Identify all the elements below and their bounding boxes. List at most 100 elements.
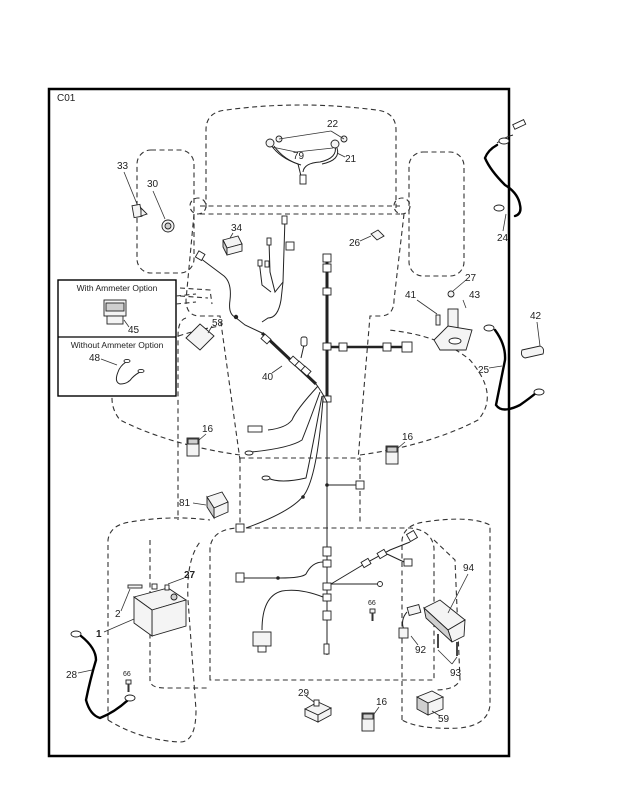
accessory-lead [267,395,323,482]
main-wiring-harness-40 [194,215,419,655]
headlight-plug [299,174,307,185]
seat-switch-94-assembly [423,573,469,665]
aux-lead-c-plug [264,260,270,268]
switch-lead-connector [285,241,295,251]
cable-25-ring-bottom [533,388,545,396]
bolt-66-left [125,679,132,692]
leader-22b [330,130,345,140]
spine-connector-3 [322,287,332,296]
callout-94: 94 [463,563,475,574]
switch-94-housing-side [423,606,453,643]
callout-16-right: 16 [402,432,414,443]
mid-splice [325,483,329,487]
callout-66-right: 66 [368,600,376,607]
headlight-harness-assembly [265,130,348,185]
left-cowl-outline [177,317,187,520]
callout-2: 2 [115,609,121,620]
ignition-bracket-tab [140,206,148,217]
cable-24-body [483,143,522,218]
starter-solenoid-assembly [416,279,473,351]
module-59-part [415,690,445,717]
cable-28-ring-bottom [124,694,136,702]
leader-28 [77,669,93,674]
aux-lead-b-plug [257,259,263,267]
rear-connector-1 [322,546,332,557]
callout-27-top: 27 [465,273,477,284]
with-ammeter-title: With Ammeter Option [77,283,158,293]
harness-92-part [398,604,422,646]
harness-switch-lead [261,217,286,323]
tractor-outline [107,104,491,743]
callout-42: 42 [530,311,542,322]
leader-26 [359,235,372,242]
front-left-wheel-outline [136,149,195,274]
switch-lead-plug [281,215,288,225]
cable-28-body [79,634,130,720]
jumper-terminal-a [123,358,131,364]
switch-16-bottom [361,706,380,732]
leader-48 [100,358,118,366]
terminal-nut-part [151,583,158,590]
relay-lead [245,397,324,529]
callout-16-bottom: 16 [376,697,388,708]
module-58-part [185,323,215,351]
harness-92-connector [406,604,422,616]
callout-41: 41 [405,290,417,301]
frame-right-rail [357,213,405,461]
leader-43 [462,299,467,309]
terminal-boot-42 [520,321,545,359]
hood-base-line [200,205,400,215]
rear-right-lead [330,541,411,585]
accessory-lead-ring [261,475,271,481]
leader-21 [336,152,346,158]
rear-switch-lead [261,589,324,631]
switch-29-part [303,695,333,723]
cable-25-ring-top [483,324,495,332]
switch-29-right [317,707,332,723]
leader-24 [502,213,507,232]
harness-tap-lead [300,344,305,359]
harness-sleeve-1 [260,333,272,345]
positive-cable-25 [483,324,545,411]
leader-92 [410,635,419,646]
pto-lead [267,385,319,431]
rear-connector-5 [322,610,332,621]
nut-27-part [447,290,455,298]
front-right-axle [393,197,411,215]
bolt-66-right [369,608,376,621]
ignition-key-slot [164,222,172,230]
leader-41 [416,299,438,315]
leader-34 [229,232,234,239]
callout-29: 29 [298,688,310,699]
leader-93b [451,656,458,665]
switch-16-right-top [386,446,398,453]
seat-lead-ring [244,450,254,456]
harness-aux-lead-b [258,259,272,293]
jumper-wire-part [115,361,141,385]
callout-92: 92 [415,645,427,656]
cable-24-ring-bottom [493,204,505,212]
rear-switch-plug [257,645,267,653]
bolt-2-part [127,584,143,589]
rear-connector-3 [322,582,332,591]
relay-81-part [192,491,229,520]
page-frame [47,87,511,758]
callout-93: 93 [450,668,462,679]
front-right-wheel-outline [408,151,465,277]
trunk-to-spine [315,383,328,403]
callout-1: 1 [96,629,102,640]
callout-22: 22 [327,119,339,130]
ammeter-option-box: With Ammeter Option 45 Without Ammeter O… [57,279,197,397]
callout-43: 43 [469,290,481,301]
right-branch-end-plug [401,341,413,353]
rear-left-splice [276,576,280,580]
relay-81-side [206,495,215,520]
rear-left-connector [235,572,245,583]
callout-28: 28 [66,670,78,681]
leader-29 [305,695,315,703]
cable-24-ring-top [498,137,510,145]
headlight-wire-right-2 [321,147,339,165]
bolt-41-part [435,314,441,326]
leader-45 [123,319,130,328]
callout-24: 24 [497,233,509,244]
